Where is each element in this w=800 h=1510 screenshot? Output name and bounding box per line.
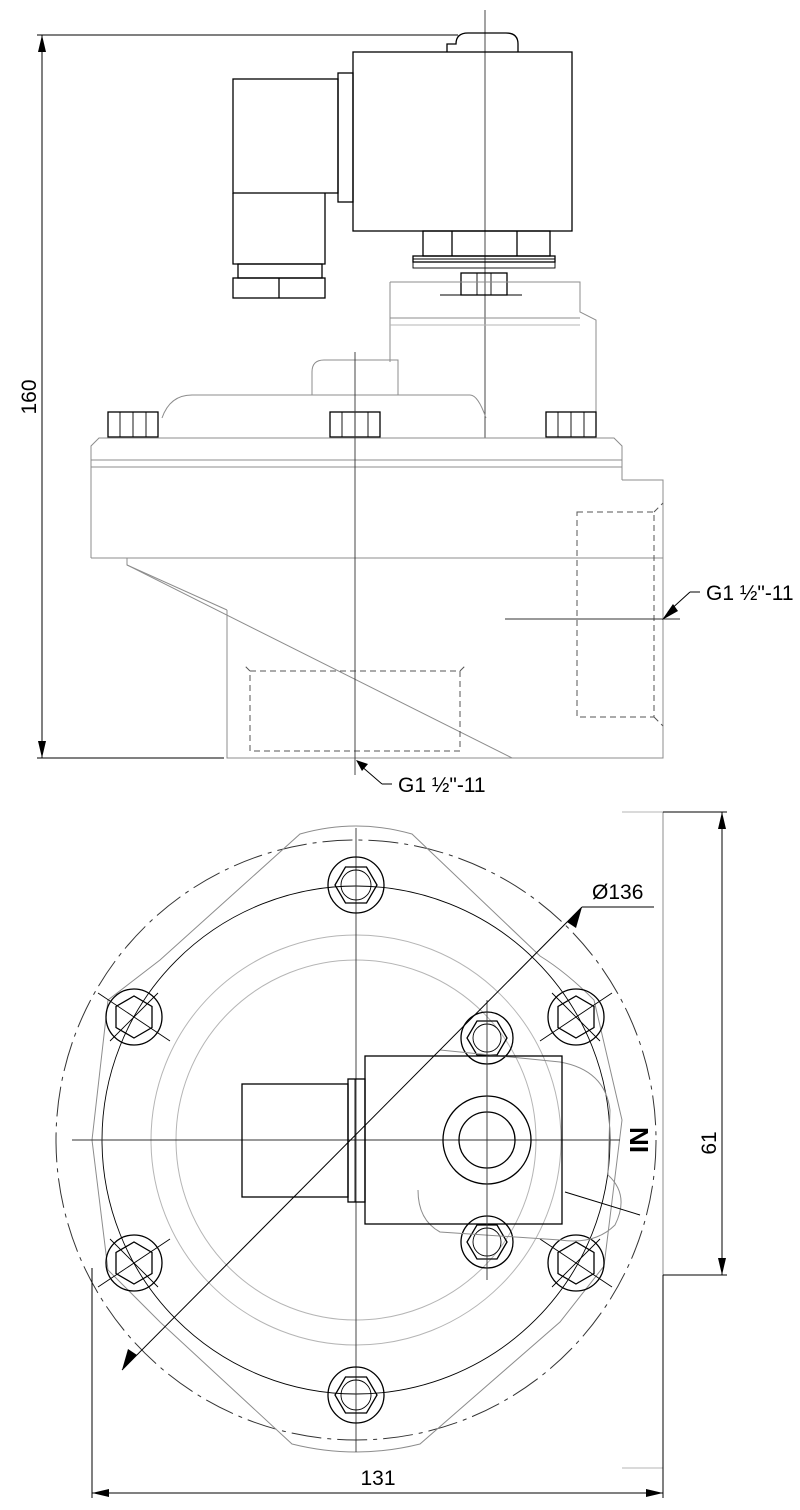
valve-body [90, 437, 664, 759]
inlet-width-dimension: 61 [564, 811, 727, 1469]
inlet-marker: IN [624, 1127, 654, 1153]
height-dimension-label: 160 [18, 379, 41, 414]
din-connector [232, 78, 339, 299]
inlet-width-label: 61 [698, 1131, 721, 1154]
diameter-dimension-label: Ø136 [592, 881, 643, 904]
outlet-thread-label: G1 ½"-11 [706, 582, 794, 605]
bottom-thread-label: G1 ½"-11 [398, 774, 486, 797]
coil [352, 51, 573, 232]
width-dimension: 131 [91, 1268, 664, 1498]
coil-nut [412, 230, 556, 269]
cover-bolts [107, 411, 597, 438]
top-view: IN Ø136 61 13 [55, 811, 727, 1498]
width-dimension-label: 131 [360, 1467, 395, 1490]
side-view: 160 [18, 10, 794, 797]
height-dimension: 160 [18, 34, 458, 759]
outlet-thread-hidden [576, 502, 664, 727]
diameter-dimension: Ø136 [121, 881, 654, 1371]
coil-top [241, 1000, 563, 1280]
